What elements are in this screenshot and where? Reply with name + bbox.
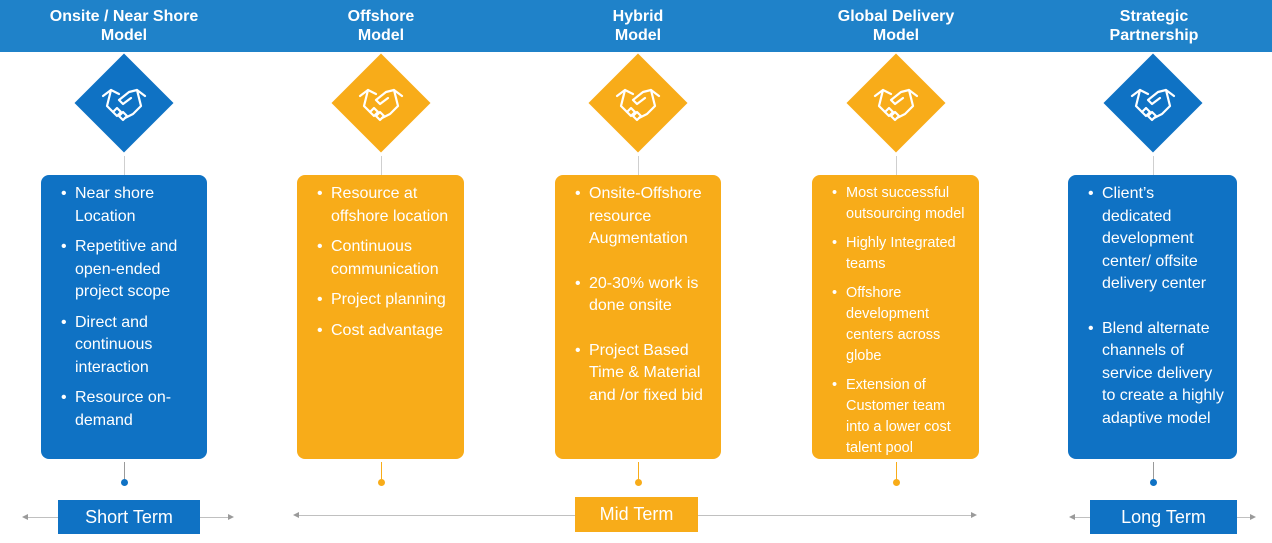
connector-line [381,156,382,175]
column-title-line: Model [357,27,405,44]
bullet-item: Resource at offshore location [317,183,454,228]
card-hybrid: Onsite-Offshore resource Augmentation 20… [555,175,721,459]
arrow-right-icon [1250,514,1256,520]
column-title-line: Model [100,27,148,44]
timeline-stem [124,462,125,480]
bullet-item: Resource on-demand [61,387,197,432]
handshake-icon [101,88,147,122]
column-title-line: Global Delivery [837,8,955,25]
timeline-dot [378,479,385,486]
bullet-item: Near shore Location [61,183,197,228]
column-title-line: Model [872,27,920,44]
card-strategic: Client’s dedicated development center/ o… [1068,175,1237,459]
connector-line [1153,156,1154,175]
bullet-item: Direct and continuous interaction [61,312,197,380]
column-title-line: Partnership [1109,27,1199,44]
column-title-onsite: Onsite / Near Shore Model [4,7,244,45]
bullet-item: Blend alternate channels of service deli… [1088,318,1227,431]
connector-line [896,156,897,175]
bullet-item: Onsite-Offshore resource Augmentation [575,183,711,251]
handshake-icon [615,88,661,122]
column-title-line: Offshore [347,8,415,25]
column-title-offshore: Offshore Model [261,7,501,45]
timeline-stem [381,462,382,480]
timeline-stem [638,462,639,480]
mid-term-label: Mid Term [575,497,698,532]
card-offshore: Resource at offshore location Continuous… [297,175,464,459]
bullet-item: Extension of Customer team into a lower … [832,375,969,459]
bullet-item: Repetitive and open-ended project scope [61,236,197,304]
handshake-icon [1130,88,1176,122]
short-term-label: Short Term [58,500,200,534]
timeline-stem [1153,462,1154,480]
column-title-global-delivery: Global Delivery Model [776,7,1016,45]
arrow-left-icon [22,514,28,520]
bullet-item: Offshore development centers across glob… [832,283,969,367]
column-title-strategic: Strategic Partnership [1034,7,1272,45]
header-bar [0,0,1272,52]
bullet-item: Project Based Time & Material and /or fi… [575,340,711,408]
column-title-line: Onsite / Near Shore [49,8,199,25]
bullet-list: Onsite-Offshore resource Augmentation 20… [565,183,711,407]
bullet-list: Most successful outsourcing model Highly… [822,183,969,459]
connector-line [638,156,639,175]
arrow-right-icon [971,512,977,518]
bullet-item: Continuous communication [317,236,454,281]
handshake-icon [873,88,919,122]
bullet-list: Client’s dedicated development center/ o… [1078,183,1227,430]
bullet-item: 20-30% work is done onsite [575,273,711,318]
connector-line [124,156,125,175]
bullet-item: Project planning [317,289,454,312]
timeline-dot [121,479,128,486]
bullet-item: Cost advantage [317,320,454,343]
arrow-right-icon [228,514,234,520]
bullet-list: Near shore Location Repetitive and open-… [51,183,197,432]
arrow-left-icon [293,512,299,518]
column-title-line: Strategic [1119,8,1189,25]
bullet-list: Resource at offshore location Continuous… [307,183,454,342]
card-onsite: Near shore Location Repetitive and open-… [41,175,207,459]
timeline-dot [893,479,900,486]
card-global-delivery: Most successful outsourcing model Highly… [812,175,979,459]
timeline-dot [1150,479,1157,486]
arrow-left-icon [1069,514,1075,520]
handshake-icon [358,88,404,122]
column-title-line: Model [614,27,662,44]
bullet-item: Client’s dedicated development center/ o… [1088,183,1227,296]
timeline-dot [635,479,642,486]
long-term-label: Long Term [1090,500,1237,534]
column-title-hybrid: Hybrid Model [518,7,758,45]
bullet-item: Most successful outsourcing model [832,183,969,225]
timeline-stem [896,462,897,480]
bullet-item: Highly Integrated teams [832,233,969,275]
column-title-line: Hybrid [612,8,664,25]
